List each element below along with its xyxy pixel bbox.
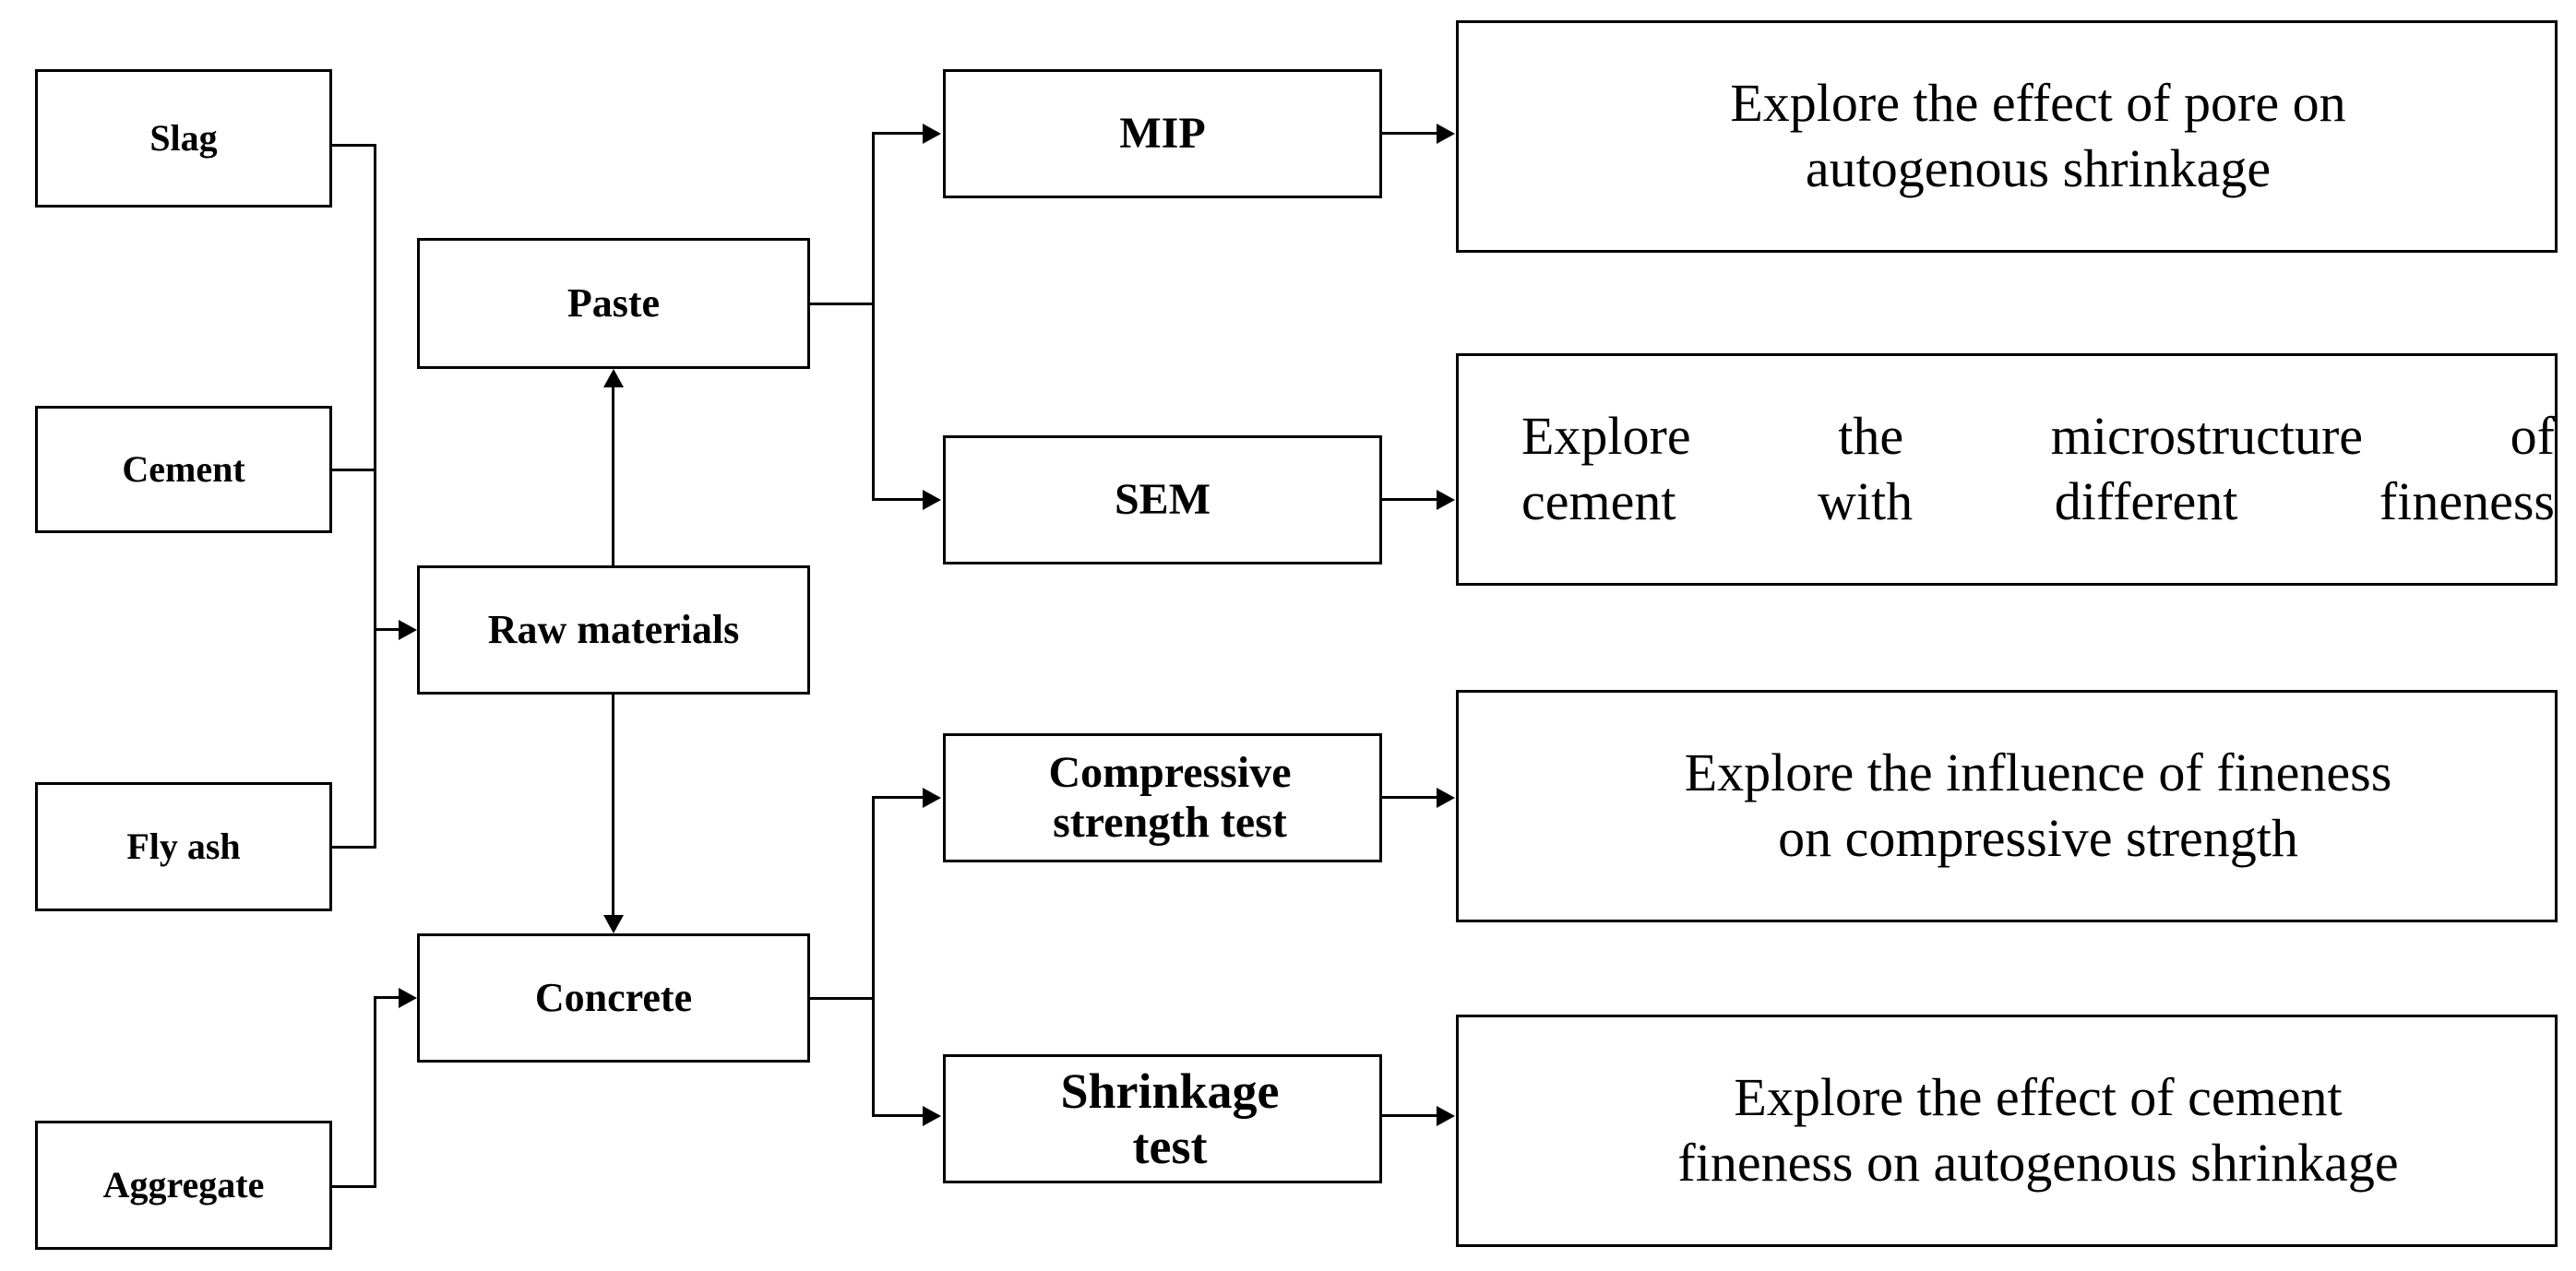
test-label-shrinkage: Shrinkage test: [946, 1063, 1379, 1175]
material-box-fly-ash: Fly ash: [35, 782, 332, 911]
arrowhead-to-mip: [923, 124, 941, 144]
outcome-line2: fineness on autogenous shrinkage: [1677, 1133, 2399, 1193]
arrowhead-to-shrinkage: [923, 1106, 941, 1126]
connector-shrinkage-to-outcome: [1382, 1114, 1439, 1117]
arrowhead-sem-to-outcome: [1437, 490, 1455, 510]
material-label-slag: Slag: [149, 116, 218, 159]
connector-aggregate-stub: [332, 1185, 376, 1188]
test-label-shrinkage-line2: test: [1132, 1119, 1208, 1174]
outcome-text-pore-autogenous-shrinkage: Explore the effect of pore on autogenous…: [1459, 71, 2555, 202]
outcome-box-pore-autogenous-shrinkage: Explore the effect of pore on autogenous…: [1456, 20, 2558, 253]
outcome-line1: Explore the effect of cement: [1734, 1067, 2343, 1128]
arrowhead-to-concrete: [399, 988, 417, 1008]
material-box-slag: Slag: [35, 69, 332, 208]
connector-concrete-bus: [872, 796, 875, 1117]
connector-paste-stub: [810, 303, 875, 305]
arrowhead-to-paste: [603, 369, 624, 387]
stage-label-paste: Paste: [566, 280, 661, 327]
outcome-text-fineness-compressive-strength: Explore the influence of fineness on com…: [1459, 741, 2555, 872]
outcome-line1: Explore the effect of pore on: [1730, 73, 2346, 134]
outcome-box-fineness-autogenous-shrinkage: Explore the effect of cement fineness on…: [1456, 1015, 2558, 1247]
connector-materials-bus: [374, 144, 376, 849]
stage-box-concrete: Concrete: [417, 933, 810, 1063]
connector-bus-to-raw-materials: [374, 628, 412, 631]
connector-paste-bus: [872, 132, 875, 501]
test-label-mip: MIP: [1119, 109, 1206, 159]
connector-sem-to-outcome: [1382, 498, 1439, 501]
connector-paste-to-mip: [872, 132, 925, 135]
arrowhead-mip-to-outcome: [1437, 124, 1455, 144]
material-label-cement: Cement: [122, 447, 245, 490]
outcome-line1: Explore the microstructure of: [1521, 406, 2555, 467]
test-label-sem: SEM: [1114, 475, 1210, 525]
material-box-aggregate: Aggregate: [35, 1121, 332, 1250]
arrowhead-raw-materials-to-concrete: [603, 915, 624, 933]
outcome-text-microstructure-fineness: Explore the microstructure of cement wit…: [1459, 404, 2555, 535]
test-box-mip: MIP: [943, 69, 1382, 198]
connector-aggregate-to-concrete: [374, 996, 412, 999]
material-label-fly-ash: Fly ash: [126, 825, 241, 867]
test-label-compressive-strength-line1: Compressive: [1048, 748, 1292, 798]
connector-compressive-to-outcome: [1382, 796, 1439, 799]
stage-label-raw-materials: Raw materials: [487, 607, 740, 653]
connector-aggregate-riser: [374, 996, 376, 1188]
material-box-cement: Cement: [35, 406, 332, 533]
outcome-line1: Explore the influence of fineness: [1684, 742, 2392, 803]
connector-mip-to-outcome: [1382, 132, 1439, 135]
test-label-compressive-strength: Compressive strength test: [946, 748, 1379, 848]
test-label-compressive-strength-line2: strength test: [1053, 798, 1287, 847]
outcome-box-microstructure-fineness: Explore the microstructure of cement wit…: [1456, 353, 2558, 586]
connector-paste-to-sem: [872, 498, 925, 501]
outcome-text-fineness-autogenous-shrinkage: Explore the effect of cement fineness on…: [1459, 1065, 2555, 1196]
arrowhead-to-raw-materials: [399, 620, 417, 640]
stage-label-concrete: Concrete: [534, 975, 693, 1021]
arrowhead-compressive-to-outcome: [1437, 788, 1455, 808]
test-box-compressive-strength: Compressive strength test: [943, 733, 1382, 862]
connector-fly-ash-stub: [332, 846, 376, 849]
stage-box-paste: Paste: [417, 238, 810, 369]
connector-cement-stub: [332, 469, 376, 471]
connector-raw-materials-to-concrete: [612, 695, 614, 916]
stage-box-raw-materials: Raw materials: [417, 565, 810, 695]
connector-raw-materials-to-paste: [612, 387, 614, 567]
outcome-box-fineness-compressive-strength: Explore the influence of fineness on com…: [1456, 690, 2558, 922]
outcome-line2: autogenous shrinkage: [1805, 138, 2272, 198]
material-label-aggregate: Aggregate: [102, 1163, 265, 1206]
arrowhead-to-sem: [923, 490, 941, 510]
connector-slag-stub: [332, 144, 376, 147]
outcome-line2: on compressive strength: [1778, 808, 2298, 868]
arrowhead-shrinkage-to-outcome: [1437, 1106, 1455, 1126]
connector-concrete-to-compressive: [872, 796, 925, 799]
connector-concrete-to-shrinkage: [872, 1114, 925, 1117]
connector-concrete-stub: [810, 997, 875, 1000]
test-box-shrinkage: Shrinkage test: [943, 1054, 1382, 1183]
arrowhead-to-compressive-strength: [923, 788, 941, 808]
test-box-sem: SEM: [943, 435, 1382, 564]
outcome-line2: cement with different fineness: [1521, 471, 2555, 531]
test-label-shrinkage-line1: Shrinkage: [1060, 1063, 1280, 1119]
